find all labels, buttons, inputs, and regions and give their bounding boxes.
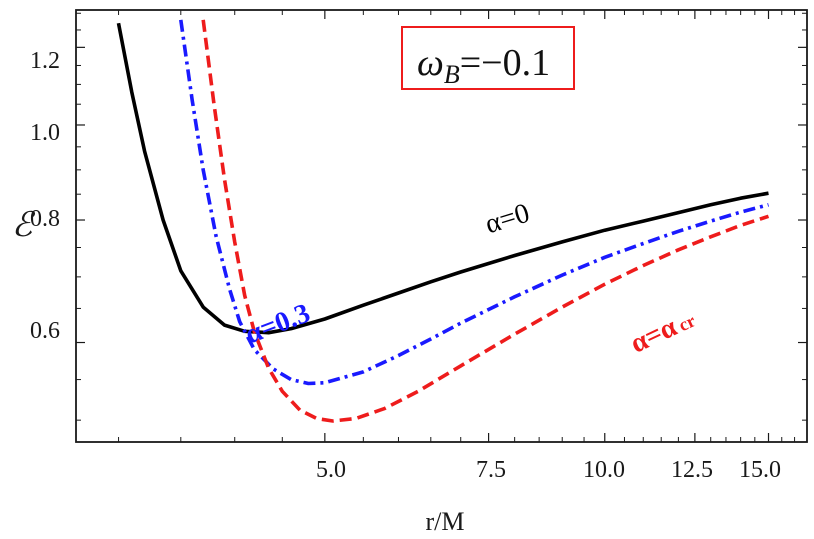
series-line-1 xyxy=(179,19,769,386)
x-tick-label: 7.5 xyxy=(476,457,506,483)
x-tick-label: 12.5 xyxy=(671,457,713,483)
annotation-suffix: =−0.1 xyxy=(460,42,550,84)
series-layer xyxy=(116,19,770,423)
y-axis-label: ℰ xyxy=(12,207,36,244)
annotation-prefix: ω xyxy=(417,42,444,84)
y-tick-label: 0.8 xyxy=(30,206,60,232)
x-tick-label: 10.0 xyxy=(583,457,625,483)
annotation-sub: B xyxy=(444,60,460,89)
plot-frame xyxy=(75,9,808,443)
series-label-sub: cr xyxy=(675,310,698,335)
y-tick-labels: 0.6 0.8 1.0 1.2 xyxy=(30,48,60,344)
series-line-2 xyxy=(201,19,770,423)
x-tick-label: 5.0 xyxy=(316,457,346,483)
annotation-frame xyxy=(401,26,575,90)
ticks-layer xyxy=(76,10,807,442)
x-tick-labels: 5.0 7.5 10.0 12.5 15.0 xyxy=(316,457,781,483)
y-tick-label: 0.6 xyxy=(30,318,60,344)
annotation-text: ωB=−0.1 xyxy=(417,42,550,89)
annotation-box: ωB=−0.1 xyxy=(401,26,575,90)
y-tick-label: 1.0 xyxy=(30,120,60,146)
y-tick-label: 1.2 xyxy=(30,48,60,74)
x-tick-label: 15.0 xyxy=(739,457,781,483)
x-axis-label: r/M xyxy=(426,507,465,536)
series-line-0 xyxy=(116,22,769,335)
